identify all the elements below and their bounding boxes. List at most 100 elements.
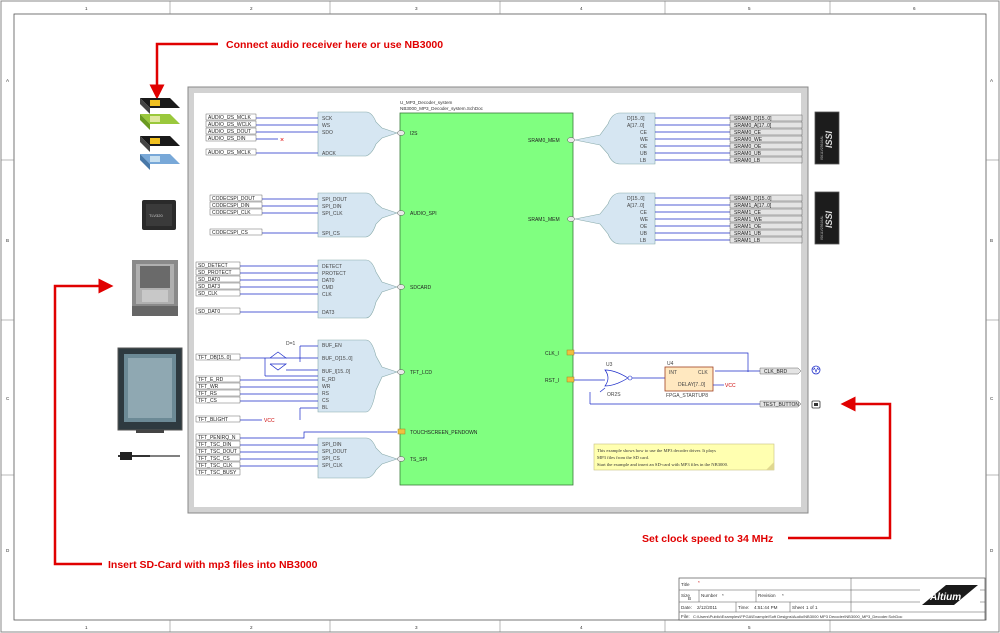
port-rst-i[interactable]: RST_I bbox=[545, 376, 575, 384]
border-col-2-bottom: 2 bbox=[250, 625, 253, 630]
file-value: C:\Users\Public\Examples\FPGA\Example\So… bbox=[693, 614, 902, 619]
i2s-harness: SCK WS SDO ADCK bbox=[317, 111, 398, 157]
sram0-chip-brand: ISSI bbox=[824, 130, 834, 148]
title-label: Title bbox=[681, 582, 690, 587]
test-button-label: TEST_BUTTON bbox=[763, 402, 799, 408]
tft-pin-bl: BL bbox=[322, 405, 328, 411]
port-sram0-mem[interactable]: SRAM0_MEM bbox=[528, 137, 575, 145]
delay-block: U4 INT CLK DELAY[7..0] FPGA_STARTUP8 bbox=[664, 361, 714, 399]
spi-net-2: CODECSPI_CLK bbox=[212, 210, 251, 216]
mp3-decoder-block[interactable]: U_MP3_Decoder_system NB3000_MP3_Decoder_… bbox=[399, 100, 574, 486]
tft-lcd-icon bbox=[117, 347, 183, 433]
sheet-value: 1 of 1 bbox=[806, 605, 818, 610]
border-row-a-right: A bbox=[990, 78, 994, 83]
i2s-net-2: AUDIO_I2S_DOUT bbox=[208, 129, 251, 135]
ts-net-5: TFT_TSC_BUSY bbox=[198, 470, 237, 476]
sram0-chip-part: IS61LV25616AL bbox=[820, 135, 824, 160]
i2s-net-3: AUDIO_I2S_DIN bbox=[208, 136, 246, 142]
sram0-net-4: SRAM0_OE bbox=[734, 144, 762, 150]
audio-spi-nets: CODECSPI_DOUT CODECSPI_DIN CODECSPI_CLK … bbox=[209, 194, 318, 236]
border-row-b: B bbox=[6, 238, 9, 243]
border-row-c-right: C bbox=[990, 396, 994, 401]
sram1-chip-part: IS61LV25616AL bbox=[820, 215, 824, 240]
altium-logo-text: Altium bbox=[929, 592, 961, 603]
size-value: B bbox=[688, 596, 691, 601]
sram1-net-2: SRAM1_CE bbox=[734, 210, 762, 216]
sram1-net-5: SRAM1_UB bbox=[734, 231, 762, 237]
sram0-pin-3: WE bbox=[640, 137, 649, 143]
ts-nets: TFT_PENIRQ_N TFT_TSC_DIN TFT_TSC_DOUT TF… bbox=[195, 431, 397, 476]
time-value: 4:51:44 PM bbox=[754, 605, 778, 610]
note-line-3: Start the example and insert an SD-card … bbox=[597, 462, 728, 467]
block-left-ports: I2S AUDIO_SPI SDCARD TFT_LCD TOUCHSCREEN… bbox=[397, 130, 478, 463]
delay-name: FPGA_STARTUP8 bbox=[666, 393, 708, 399]
spi-pin-clk: SPI_CLK bbox=[322, 211, 343, 217]
example-note: This example shows how to use the MP3 de… bbox=[593, 443, 775, 471]
port-touchscreen-pendown[interactable]: TOUCHSCREEN_PENDOWN bbox=[397, 428, 478, 436]
sram1-pin-2: CE bbox=[640, 210, 648, 216]
sram1-net-4: SRAM1_OE bbox=[734, 224, 762, 230]
i2s-pin-adck: ADCK bbox=[322, 151, 337, 157]
delay-designator: U4 bbox=[667, 361, 674, 367]
block-designator: U_MP3_Decoder_system bbox=[400, 100, 453, 105]
altium-logo: Altium bbox=[920, 584, 980, 606]
port-audio-spi-label: AUDIO_SPI bbox=[410, 211, 437, 217]
sram1-pin-0: D[15..0] bbox=[627, 196, 645, 202]
clk-brd-port[interactable]: CLK_BRD bbox=[759, 367, 802, 375]
number-label: Number bbox=[701, 593, 718, 598]
border-col-5-bottom: 5 bbox=[748, 625, 751, 630]
tft-net-0: TFT_DB[15..0] bbox=[198, 355, 231, 361]
port-tft-lcd-label: TFT_LCD bbox=[410, 370, 432, 376]
annotation-right: Set clock speed to 34 MHz bbox=[642, 396, 892, 545]
sheet-label: Sheet bbox=[792, 605, 805, 610]
i2s-net-0: AUDIO_I2S_MCLK bbox=[208, 115, 251, 121]
i2s-net-4: AUDIO_I2S_MCLK bbox=[208, 150, 251, 156]
sd-pin-dat0: DAT0 bbox=[322, 278, 335, 284]
sram1-pin-1: A[17..0] bbox=[627, 203, 645, 209]
border-row-b-right: B bbox=[990, 238, 993, 243]
sram0-net-0: SRAM0_D[15..0] bbox=[734, 116, 772, 122]
i2s-pin-sck: SCK bbox=[322, 116, 333, 122]
delay-vcc-label: VCC bbox=[725, 383, 736, 389]
ts-pin-din: SPI_DIN bbox=[322, 442, 342, 448]
tft-harness: BUF_EN BUF_O[15..0] BUF_I[15..0] E_RD WR… bbox=[317, 339, 398, 413]
sram1-net-3: SRAM1_WE bbox=[734, 217, 763, 223]
spi-net-1: CODECSPI_DIN bbox=[212, 203, 250, 209]
sd-pin-dat3: DAT3 bbox=[322, 310, 335, 316]
block-file: NB3000_MP3_Decoder_system.SchDoc bbox=[400, 106, 484, 111]
port-i2s[interactable]: I2S bbox=[397, 130, 419, 138]
touch-pen-icon bbox=[118, 452, 180, 460]
sram1-pin-5: UB bbox=[640, 231, 648, 237]
or-gate-icon bbox=[604, 369, 633, 387]
ts-net-3: TFT_TSC_CS bbox=[198, 456, 230, 462]
ts-net-2: TFT_TSC_DOUT bbox=[198, 449, 237, 455]
annotation-left-text: Insert SD-Card with mp3 files into NB300… bbox=[108, 559, 318, 571]
sram1-chip-icon: ISSI IS61LV25616AL bbox=[814, 191, 840, 245]
sram0-pin-4: OE bbox=[640, 144, 648, 150]
i2s-pin-sdo: SDO bbox=[322, 130, 333, 136]
port-sram1-mem[interactable]: SRAM1_MEM bbox=[528, 216, 575, 224]
title-value: * bbox=[698, 580, 700, 585]
port-audio-spi[interactable]: AUDIO_SPI bbox=[397, 210, 437, 218]
border-row-d: D bbox=[6, 548, 10, 553]
spi-net-0: CODECSPI_DOUT bbox=[212, 196, 255, 202]
test-button-port[interactable]: TEST_BUTTON bbox=[759, 400, 802, 408]
clock-reset-circuit: U3 OR2S U4 INT CLK DELAY[7..0] FPGA_STAR… bbox=[574, 352, 821, 409]
sram1-nets: SRAM1_D[15..0] SRAM1_A[17..0] SRAM1_CE S… bbox=[655, 194, 803, 244]
ts-pin-cs: SPI_CS bbox=[322, 456, 340, 462]
sram0-net-2: SRAM0_CE bbox=[734, 130, 762, 136]
border-row-c: C bbox=[6, 396, 10, 401]
sd-card-slot-icon bbox=[132, 260, 178, 316]
port-sram0-mem-label: SRAM0_MEM bbox=[528, 138, 560, 144]
port-i2s-label: I2S bbox=[410, 131, 418, 137]
sd-pin-clk: CLK bbox=[322, 292, 332, 298]
sram1-pin-3: WE bbox=[640, 217, 649, 223]
sram1-harness: D[15..0] A[17..0] CE WE OE UB LB bbox=[574, 192, 656, 245]
annotation-top: Connect audio receiver here or use NB300… bbox=[149, 39, 443, 100]
sram1-chip-brand: ISSI bbox=[824, 210, 834, 228]
spi-pin-din: SPI_DIN bbox=[322, 204, 342, 210]
sram0-nets: SRAM0_D[15..0] SRAM0_A[17..0] SRAM0_CE S… bbox=[655, 114, 803, 164]
port-clk-i[interactable]: CLK_I bbox=[545, 349, 575, 357]
no-connect-icon: × bbox=[280, 137, 284, 144]
